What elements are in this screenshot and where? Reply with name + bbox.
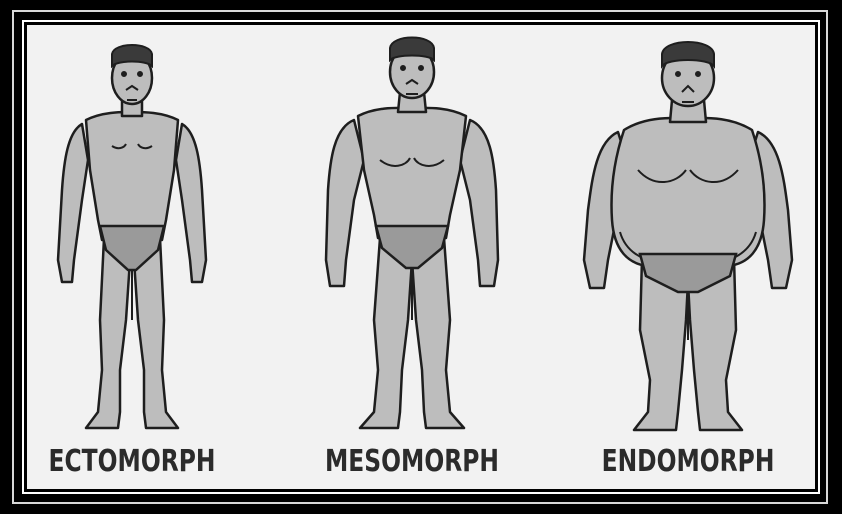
- mesomorph-body-illustration: [282, 20, 542, 494]
- mesomorph-figure: MESOMORPH: [282, 20, 542, 494]
- endomorph-body-illustration: [558, 20, 818, 494]
- ectomorph-figure: ECTOMORPH: [2, 20, 262, 494]
- mesomorph-label: MESOMORPH: [311, 444, 514, 479]
- endomorph-label: ENDOMORPH: [587, 444, 790, 479]
- illustration-panel: ECTOMORPH: [22, 20, 820, 494]
- endomorph-figure: ENDOMORPH: [558, 20, 818, 494]
- ectomorph-body-illustration: [2, 20, 262, 494]
- ectomorph-label: ECTOMORPH: [31, 444, 234, 479]
